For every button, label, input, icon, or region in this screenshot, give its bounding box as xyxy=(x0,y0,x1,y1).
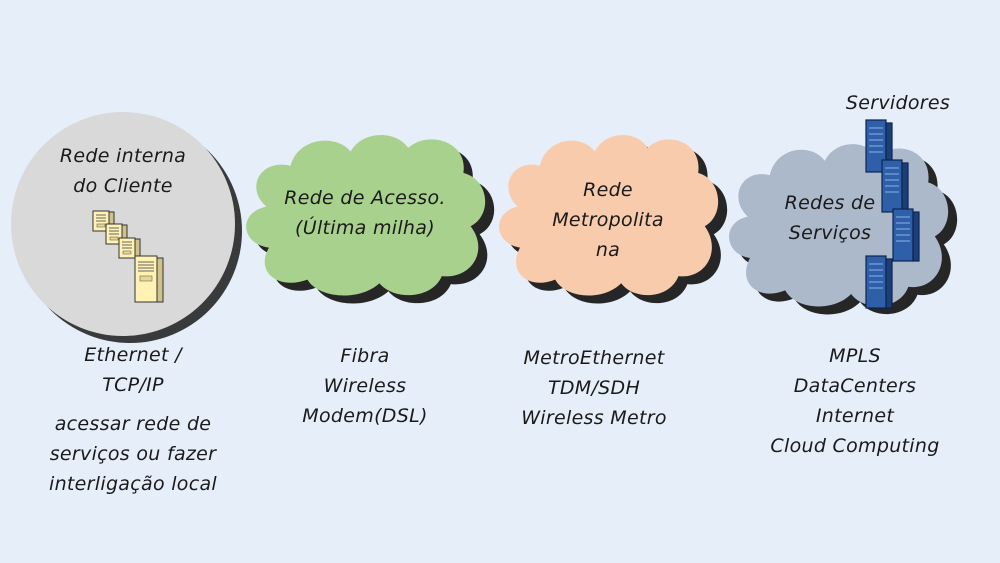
client-desc-line1: acessar rede de xyxy=(54,413,212,435)
services-title-line1: Redes de xyxy=(784,192,876,214)
metro-title-line2: Metropolita xyxy=(552,209,664,231)
client-desc-line3: interligação local xyxy=(49,473,217,495)
access-title-line2: (Última milha) xyxy=(295,217,435,239)
services-tech-line1: MPLS xyxy=(829,345,881,367)
client-tech-line2: TCP/IP xyxy=(102,374,164,396)
services-tech-line3: Internet xyxy=(815,405,895,427)
metro-tech-line1: MetroEthernet xyxy=(523,347,665,369)
access-tech-line3: Modem(DSL) xyxy=(302,405,428,427)
client-desc-line2: serviços ou fazer xyxy=(49,443,217,465)
client-tech-line1: Ethernet / xyxy=(84,344,182,366)
services-tech-line4: Cloud Computing xyxy=(770,435,940,457)
client-title-line1: Rede interna xyxy=(59,145,187,167)
metro-tech-line2: TDM/SDH xyxy=(547,377,641,399)
client-network-circle xyxy=(11,112,242,343)
servers-label: Servidores xyxy=(845,92,951,114)
services-tech-line2: DataCenters xyxy=(793,375,917,397)
access-title-line1: Rede de Acesso. xyxy=(284,187,446,209)
metro-title-line3: na xyxy=(595,239,621,261)
services-title-line2: Serviços xyxy=(788,222,872,244)
access-tech-line2: Wireless xyxy=(323,375,407,397)
metro-title-line1: Rede xyxy=(583,179,633,201)
metro-tech-line3: Wireless Metro xyxy=(521,407,667,429)
client-title-line2: do Cliente xyxy=(73,175,173,197)
access-tech-line1: Fibra xyxy=(340,345,390,367)
